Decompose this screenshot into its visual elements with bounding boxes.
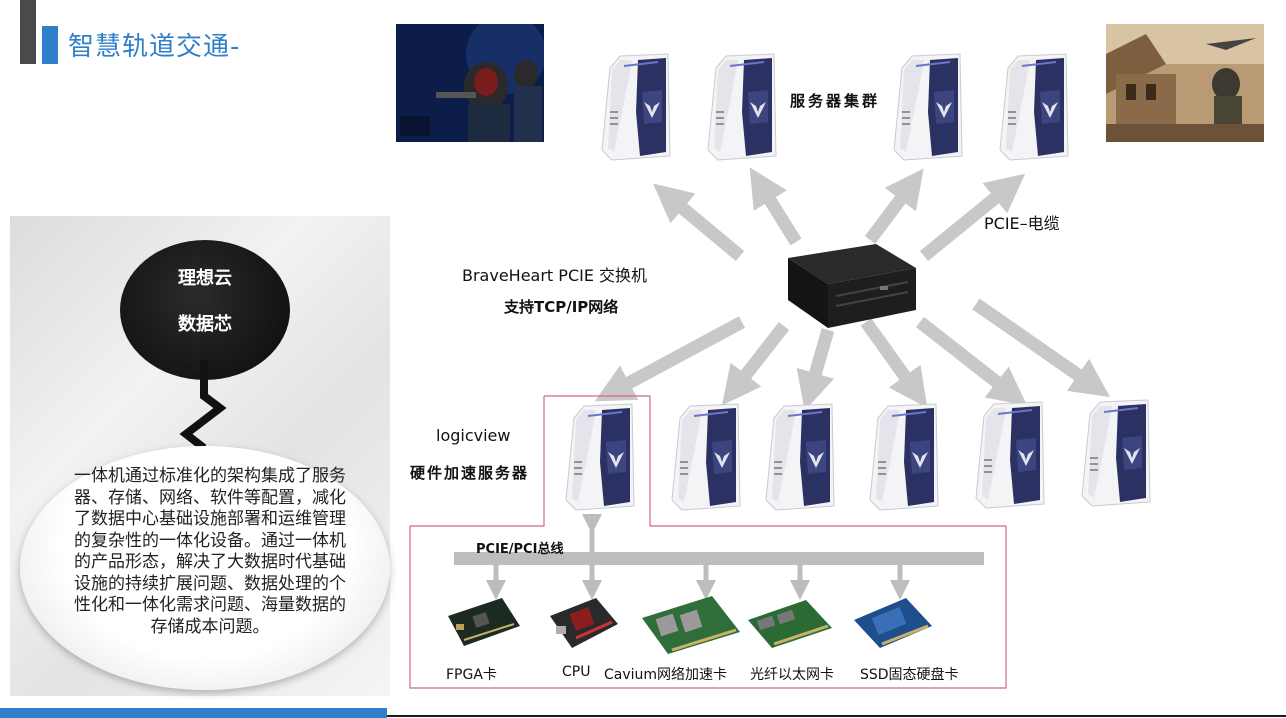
page-title: 智慧轨道交通- [68, 32, 241, 62]
zigzag-connector [179, 360, 227, 450]
server-cluster-label: 服务器集群 [790, 92, 881, 110]
game-photo-left [396, 24, 544, 142]
footer-bar-blue [0, 708, 387, 718]
header-bar-dark [20, 0, 36, 64]
server-bottom-3 [866, 402, 942, 512]
server-top-3 [890, 52, 966, 162]
ssd-card [854, 598, 932, 648]
pcie-cable-label: PCIE–电缆 [984, 214, 1060, 233]
circle-line-1: 理想云 [178, 268, 232, 289]
server-bottom-2 [762, 402, 838, 512]
server-bottom-1 [668, 402, 744, 512]
cpu-card [550, 598, 618, 648]
fpga-card [448, 598, 520, 646]
accel-server [562, 402, 638, 512]
server-top-1 [598, 52, 674, 162]
card-label-fpga: FPGA卡 [446, 667, 497, 683]
card-label-cpu: CPU [562, 664, 591, 680]
pcie-switch [788, 244, 916, 328]
accel-label-line1: logicview [436, 426, 511, 445]
game-photo-right [1106, 24, 1264, 142]
card-label-cavium: Cavium网络加速卡 [604, 667, 728, 683]
footer-line [387, 715, 1286, 717]
description-ellipse [20, 446, 390, 690]
header-bar-blue [42, 26, 58, 64]
switch-label-line1: BraveHeart PCIE 交换机 [462, 266, 648, 285]
switch-label-line2: 支持TCP/IP网络 [504, 298, 619, 316]
card-label-fiber: 光纤以太网卡 [750, 667, 834, 683]
black-circle: 理想云 数据芯 [120, 240, 290, 380]
cavium-card [642, 596, 740, 654]
server-bottom-4 [972, 400, 1048, 510]
description-text: 一体机通过标准化的架构集成了服务器、存储、网络、软件等配置，减化了数据中心基础设… [74, 466, 346, 637]
fiber-card [748, 600, 832, 648]
server-top-2 [704, 52, 780, 162]
circle-line-2: 数据芯 [178, 314, 232, 335]
card-label-ssd: SSD固态硬盘卡 [860, 667, 959, 683]
bus-label: PCIE/PCI总线 [476, 542, 564, 557]
server-bottom-5 [1078, 398, 1154, 508]
accel-label-line2: 硬件加速服务器 [410, 464, 530, 482]
server-top-4 [996, 52, 1072, 162]
